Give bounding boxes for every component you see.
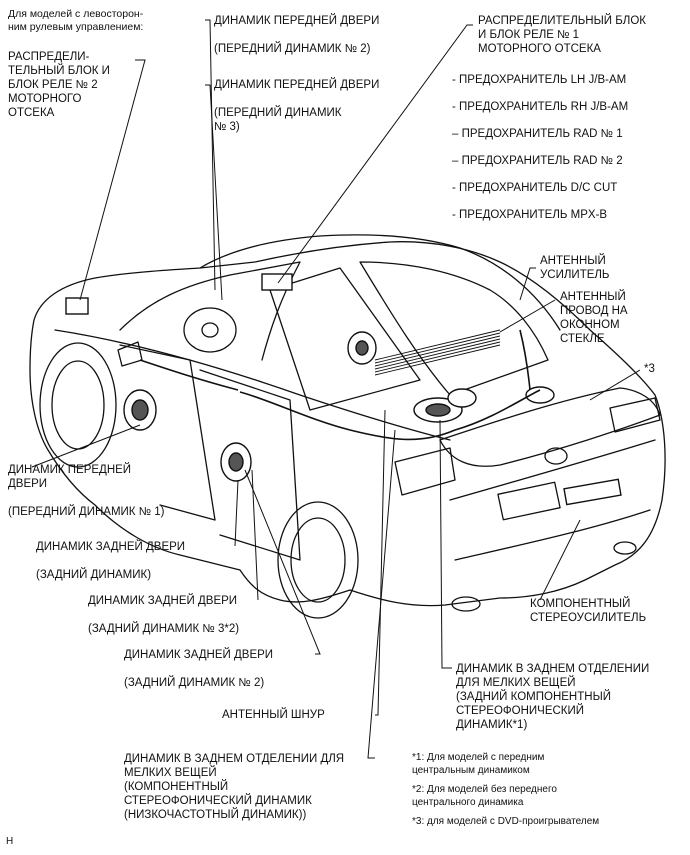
front-wheel bbox=[39, 342, 117, 468]
label-component-amp: КОМПОНЕНТНЫЙ СТЕРЕОУСИЛИТЕЛЬ bbox=[530, 598, 647, 624]
label-front-door-speaker-1: ДИНАМИК ПЕРЕДНЕЙ ДВЕРИ (ПЕРЕДНИЙ ДИНАМИК… bbox=[8, 464, 165, 518]
front-door-line bbox=[119, 344, 216, 521]
speaker-rear-component bbox=[525, 386, 555, 404]
steering-wheel bbox=[183, 307, 237, 353]
footnote-3: *3: для моделей с DVD-проигрывателем bbox=[412, 816, 600, 827]
label-rear-shelf-woofer: ДИНАМИК В ЗАДНЕМ ОТДЕЛЕНИИ ДЛЯ МЕЛКИХ ВЕ… bbox=[124, 753, 345, 821]
corner-mark: H bbox=[6, 836, 14, 847]
trunk-lid bbox=[439, 387, 661, 467]
fuse-lh-jb-am: - ПРЕДОХРАНИТЕЛЬ LH J/B-AM bbox=[452, 74, 627, 86]
tail-light-left bbox=[394, 447, 456, 496]
tail-light-right bbox=[609, 397, 661, 433]
label-rear-door-speaker-3: ДИНАМИК ЗАДНЕЙ ДВЕРИ (ЗАДНИЙ ДИНАМИК № 3… bbox=[88, 595, 240, 635]
rear-wheel bbox=[277, 501, 359, 619]
label-antenna-amp: АНТЕННЫЙ УСИЛИТЕЛЬ bbox=[540, 255, 610, 281]
fuse-mpx-b: - ПРЕДОХРАНИТЕЛЬ MPX-B bbox=[452, 209, 608, 221]
fuse-rh-jb-am: - ПРЕДОХРАНИТЕЛЬ RH J/B-AM bbox=[452, 101, 629, 113]
label-front-door-speaker-2: ДИНАМИК ПЕРЕДНЕЙ ДВЕРИ (ПЕРЕДНИЙ ДИНАМИК… bbox=[214, 15, 380, 55]
relay-block-2 bbox=[65, 297, 89, 315]
fuse-dc-cut: - ПРЕДОХРАНИТЕЛЬ D/C CUT bbox=[452, 182, 618, 194]
label-relay-block-2: РАСПРЕДЕЛИ- ТЕЛЬНЫЙ БЛОК И БЛОК РЕЛЕ № 2… bbox=[8, 51, 110, 119]
label-rear-shelf-speaker-comp: ДИНАМИК В ЗАДНЕМ ОТДЕЛЕНИИ ДЛЯ МЕЛКИХ ВЕ… bbox=[456, 663, 650, 731]
side-window bbox=[269, 267, 421, 411]
footnote-1: *1: Для моделей с передним центральным д… bbox=[412, 752, 545, 776]
fuse-rad-1: – ПРЕДОХРАНИТЕЛЬ RAD № 1 bbox=[452, 128, 623, 140]
label-rear-door-speaker: ДИНАМИК ЗАДНЕЙ ДВЕРИ (ЗАДНИЙ ДИНАМИК) bbox=[36, 541, 186, 581]
footnote-2: *2: Для моделей без переднего центрально… bbox=[412, 784, 557, 808]
speaker-rear-shelf-comp bbox=[447, 388, 477, 408]
car-body-outline bbox=[29, 241, 666, 607]
roof-line bbox=[199, 234, 561, 331]
relay-block-1 bbox=[261, 273, 293, 291]
label-star3: *3 bbox=[644, 363, 655, 375]
label-antenna-cord: АНТЕННЫЙ ШНУР bbox=[222, 709, 325, 721]
windshield bbox=[119, 261, 301, 361]
rear-door-line bbox=[199, 369, 301, 561]
antenna-cord bbox=[239, 389, 541, 441]
lhd-note: Для моделей с левосторон- ним рулевым уп… bbox=[8, 8, 144, 33]
rear-window bbox=[359, 261, 549, 396]
fuse-rad-2: – ПРЕДОХРАНИТЕЛЬ RAD № 2 bbox=[452, 155, 623, 167]
label-front-door-speaker-3: ДИНАМИК ПЕРЕДНЕЙ ДВЕРИ (ПЕРЕДНИЙ ДИНАМИК… bbox=[214, 79, 380, 133]
label-rear-door-speaker-2: ДИНАМИК ЗАДНЕЙ ДВЕРИ (ЗАДНИЙ ДИНАМИК № 2… bbox=[124, 649, 274, 689]
label-relay-block-1: РАСПРЕДЕЛИТЕЛЬНЫЙ БЛОК И БЛОК РЕЛЕ № 1 М… bbox=[478, 15, 646, 55]
label-antenna-wire: АНТЕННЫЙ ПРОВОД НА ОКОННОМ СТЕКЛЕ bbox=[560, 291, 628, 345]
component-amplifier bbox=[563, 478, 622, 506]
emblem bbox=[544, 447, 568, 465]
license-plate bbox=[497, 481, 561, 521]
